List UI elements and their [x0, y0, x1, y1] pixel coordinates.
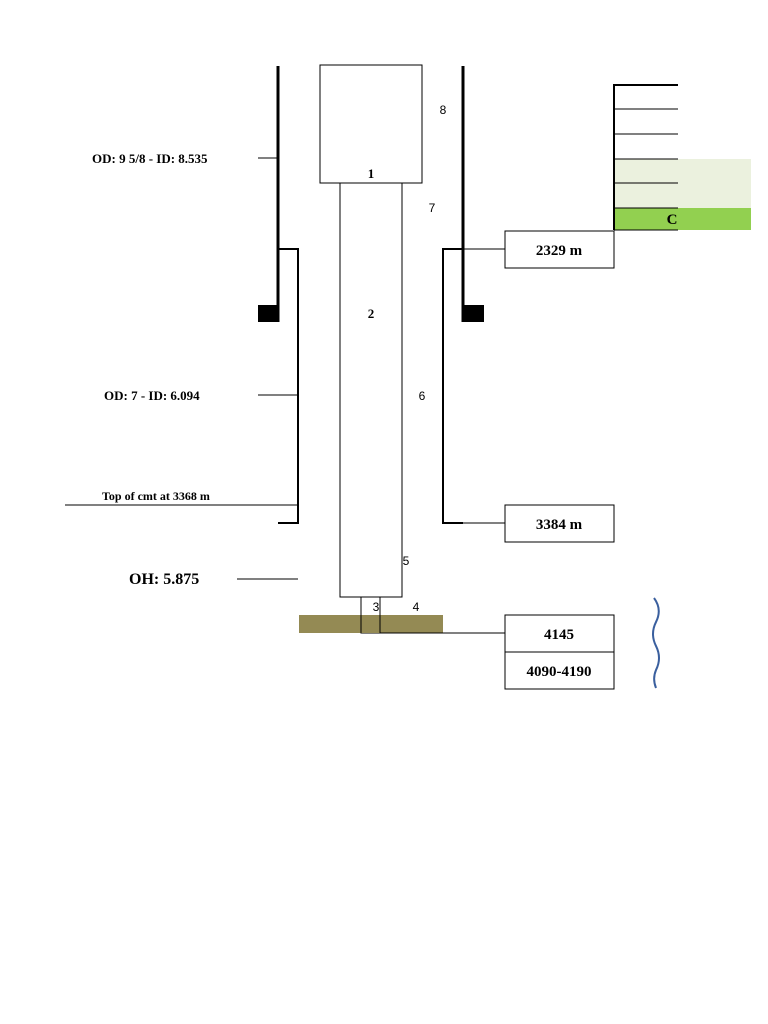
interval-box: [504, 651, 615, 690]
liner-label: OD: 7 - ID: 6.094: [104, 388, 200, 403]
surface-casing-right-shoe: [463, 305, 484, 322]
formation-band: [299, 615, 443, 633]
legend-row-green: [614, 208, 751, 230]
wavy-brace: [652, 597, 660, 689]
casing-shoe-depth-box: [504, 230, 615, 269]
liner-right-wall: [442, 248, 463, 524]
legend-green-label: C: [667, 212, 678, 228]
component-1-box: [319, 64, 423, 184]
liner-shoe-depth: 3384 m: [536, 517, 583, 533]
component-number-7: 7: [429, 201, 436, 215]
total-depth: 4145: [544, 627, 574, 643]
component-number-8: 8: [440, 103, 447, 117]
liner-shoe-depth-box: [504, 504, 615, 543]
surface-casing-label: OD: 9 5/8 - ID: 8.535: [92, 151, 208, 166]
component-2-tubing: [339, 182, 403, 598]
component-number-6: 6: [419, 389, 426, 403]
component-number-5: 5: [403, 554, 410, 568]
legend-row-light-2: [614, 183, 751, 208]
open-hole-label: OH: 5.875: [129, 571, 199, 588]
component-number-4: 4: [413, 600, 420, 614]
interval-depth: 4090-4190: [527, 664, 592, 680]
component-number-1: 1: [368, 166, 375, 181]
liner-left-wall: [278, 248, 299, 524]
top-of-cement-label: Top of cmt at 3368 m: [102, 489, 210, 503]
component-number-2: 2: [368, 306, 375, 321]
legend-row-light-1: [614, 159, 751, 183]
total-depth-box: [504, 614, 615, 653]
casing-shoe-depth: 2329 m: [536, 243, 583, 259]
component-number-3: 3: [373, 600, 380, 614]
surface-casing-left-shoe: [258, 305, 279, 322]
